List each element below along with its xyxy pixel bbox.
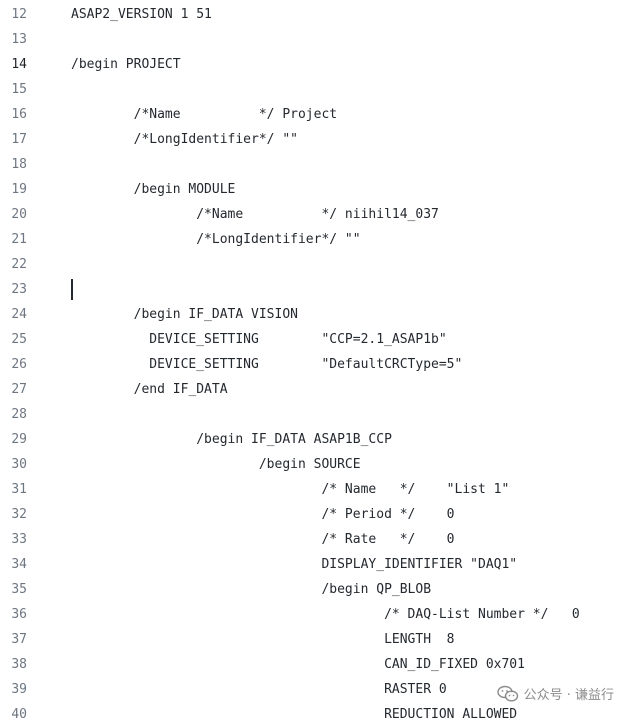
line-number: 15 xyxy=(11,82,27,97)
line-number: 34 xyxy=(11,557,27,572)
line-text: LENGTH 8 xyxy=(71,632,455,647)
watermark-text: 公众号 · 谦益行 xyxy=(523,688,614,703)
line-text: /begin SOURCE xyxy=(71,457,361,472)
line-number: 18 xyxy=(11,157,27,172)
line-number: 21 xyxy=(11,232,27,247)
code-line[interactable]: 15 xyxy=(0,77,625,102)
line-number: 32 xyxy=(11,507,27,522)
line-number: 12 xyxy=(11,7,27,22)
line-number: 19 xyxy=(11,182,27,197)
line-text: /* DAQ-List Number */ 0 xyxy=(71,607,580,622)
line-number: 28 xyxy=(11,407,27,422)
line-text: /* Name */ "List 1" xyxy=(71,482,510,497)
line-number: 33 xyxy=(11,532,27,547)
line-text: /begin QP_BLOB xyxy=(71,582,432,597)
line-number: 39 xyxy=(11,682,27,697)
line-number: 29 xyxy=(11,432,27,447)
code-line[interactable]: 30 /begin SOURCE xyxy=(0,452,625,477)
code-line[interactable]: 16 /*Name */ Project xyxy=(0,102,625,127)
line-text: /*LongIdentifier*/ "" xyxy=(71,132,298,147)
code-line[interactable]: 28 xyxy=(0,402,625,427)
line-text: CAN_ID_FIXED 0x701 xyxy=(71,657,525,672)
code-line[interactable]: 25 DEVICE_SETTING "CCP=2.1_ASAP1b" xyxy=(0,327,625,352)
text-cursor xyxy=(71,279,73,300)
code-line[interactable]: 39 RASTER 0 xyxy=(0,677,625,702)
code-line[interactable]: 24 /begin IF_DATA VISION xyxy=(0,302,625,327)
line-text: DISPLAY_IDENTIFIER "DAQ1" xyxy=(71,557,518,572)
code-line[interactable]: 27 /end IF_DATA xyxy=(0,377,625,402)
code-line[interactable]: 18 xyxy=(0,152,625,177)
line-number: 38 xyxy=(11,657,27,672)
line-text: RASTER 0 xyxy=(71,682,447,697)
line-text: DEVICE_SETTING "CCP=2.1_ASAP1b" xyxy=(71,332,447,347)
line-number: 26 xyxy=(11,357,27,372)
line-text: /*LongIdentifier*/ "" xyxy=(71,232,361,247)
line-text: DEVICE_SETTING "DefaultCRCType=5" xyxy=(71,357,463,372)
line-number: 13 xyxy=(11,32,27,47)
code-line[interactable]: 22 xyxy=(0,252,625,277)
line-number: 24 xyxy=(11,307,27,322)
line-number: 25 xyxy=(11,332,27,347)
line-number: 35 xyxy=(11,582,27,597)
line-number: 20 xyxy=(11,207,27,222)
line-text: /*Name */ Project xyxy=(71,107,338,122)
code-line[interactable]: 38 CAN_ID_FIXED 0x701 xyxy=(0,652,625,677)
line-number: 31 xyxy=(11,482,27,497)
line-number: 27 xyxy=(11,382,27,397)
code-line[interactable]: 36 /* DAQ-List Number */ 0 xyxy=(0,602,625,627)
line-text: /* Period */ 0 xyxy=(71,507,455,522)
line-text: /begin PROJECT xyxy=(71,57,181,72)
watermark: 公众号 · 谦益行 xyxy=(493,683,617,704)
line-number: 40 xyxy=(11,707,27,720)
line-number: 36 xyxy=(11,607,27,622)
code-line[interactable]: 33 /* Rate */ 0 xyxy=(0,527,625,552)
line-text: REDUCTION ALLOWED xyxy=(71,707,518,720)
line-text: /*Name */ niihil14_037 xyxy=(71,207,439,222)
line-number: 30 xyxy=(11,457,27,472)
line-number: 16 xyxy=(11,107,27,122)
code-line[interactable]: 21 /*LongIdentifier*/ "" xyxy=(0,227,625,252)
code-line[interactable]: 31 /* Name */ "List 1" xyxy=(0,477,625,502)
line-text: /begin IF_DATA ASAP1B_CCP xyxy=(71,432,392,447)
line-number: 22 xyxy=(11,257,27,272)
line-text: ASAP2_VERSION 1 51 xyxy=(71,7,212,22)
code-line[interactable]: 14/begin PROJECT xyxy=(0,52,625,77)
code-line[interactable]: 19 /begin MODULE xyxy=(0,177,625,202)
line-text: /begin IF_DATA VISION xyxy=(71,307,298,322)
code-line[interactable]: 35 /begin QP_BLOB xyxy=(0,577,625,602)
code-line[interactable]: 13 xyxy=(0,27,625,52)
line-text: /* Rate */ 0 xyxy=(71,532,455,547)
line-number: 17 xyxy=(11,132,27,147)
line-number: 23 xyxy=(11,282,27,297)
code-line[interactable]: 29 /begin IF_DATA ASAP1B_CCP xyxy=(0,427,625,452)
code-line[interactable]: 23 xyxy=(0,277,625,302)
code-line[interactable]: 17 /*LongIdentifier*/ "" xyxy=(0,127,625,152)
line-text: /end IF_DATA xyxy=(71,382,228,397)
line-number: 14 xyxy=(11,57,27,72)
line-number: 37 xyxy=(11,632,27,647)
code-line[interactable]: 40 REDUCTION ALLOWED xyxy=(0,702,625,720)
code-line[interactable]: 12 ASAP2_VERSION 1 51 xyxy=(0,2,625,27)
wechat-icon xyxy=(496,685,518,702)
code-line[interactable]: 32 /* Period */ 0 xyxy=(0,502,625,527)
code-line[interactable]: 34 DISPLAY_IDENTIFIER "DAQ1" xyxy=(0,552,625,577)
line-text: /begin MODULE xyxy=(71,182,236,197)
code-line[interactable]: 20 /*Name */ niihil14_037 xyxy=(0,202,625,227)
code-line[interactable]: 37 LENGTH 8 xyxy=(0,627,625,652)
code-line[interactable]: 26 DEVICE_SETTING "DefaultCRCType=5" xyxy=(0,352,625,377)
